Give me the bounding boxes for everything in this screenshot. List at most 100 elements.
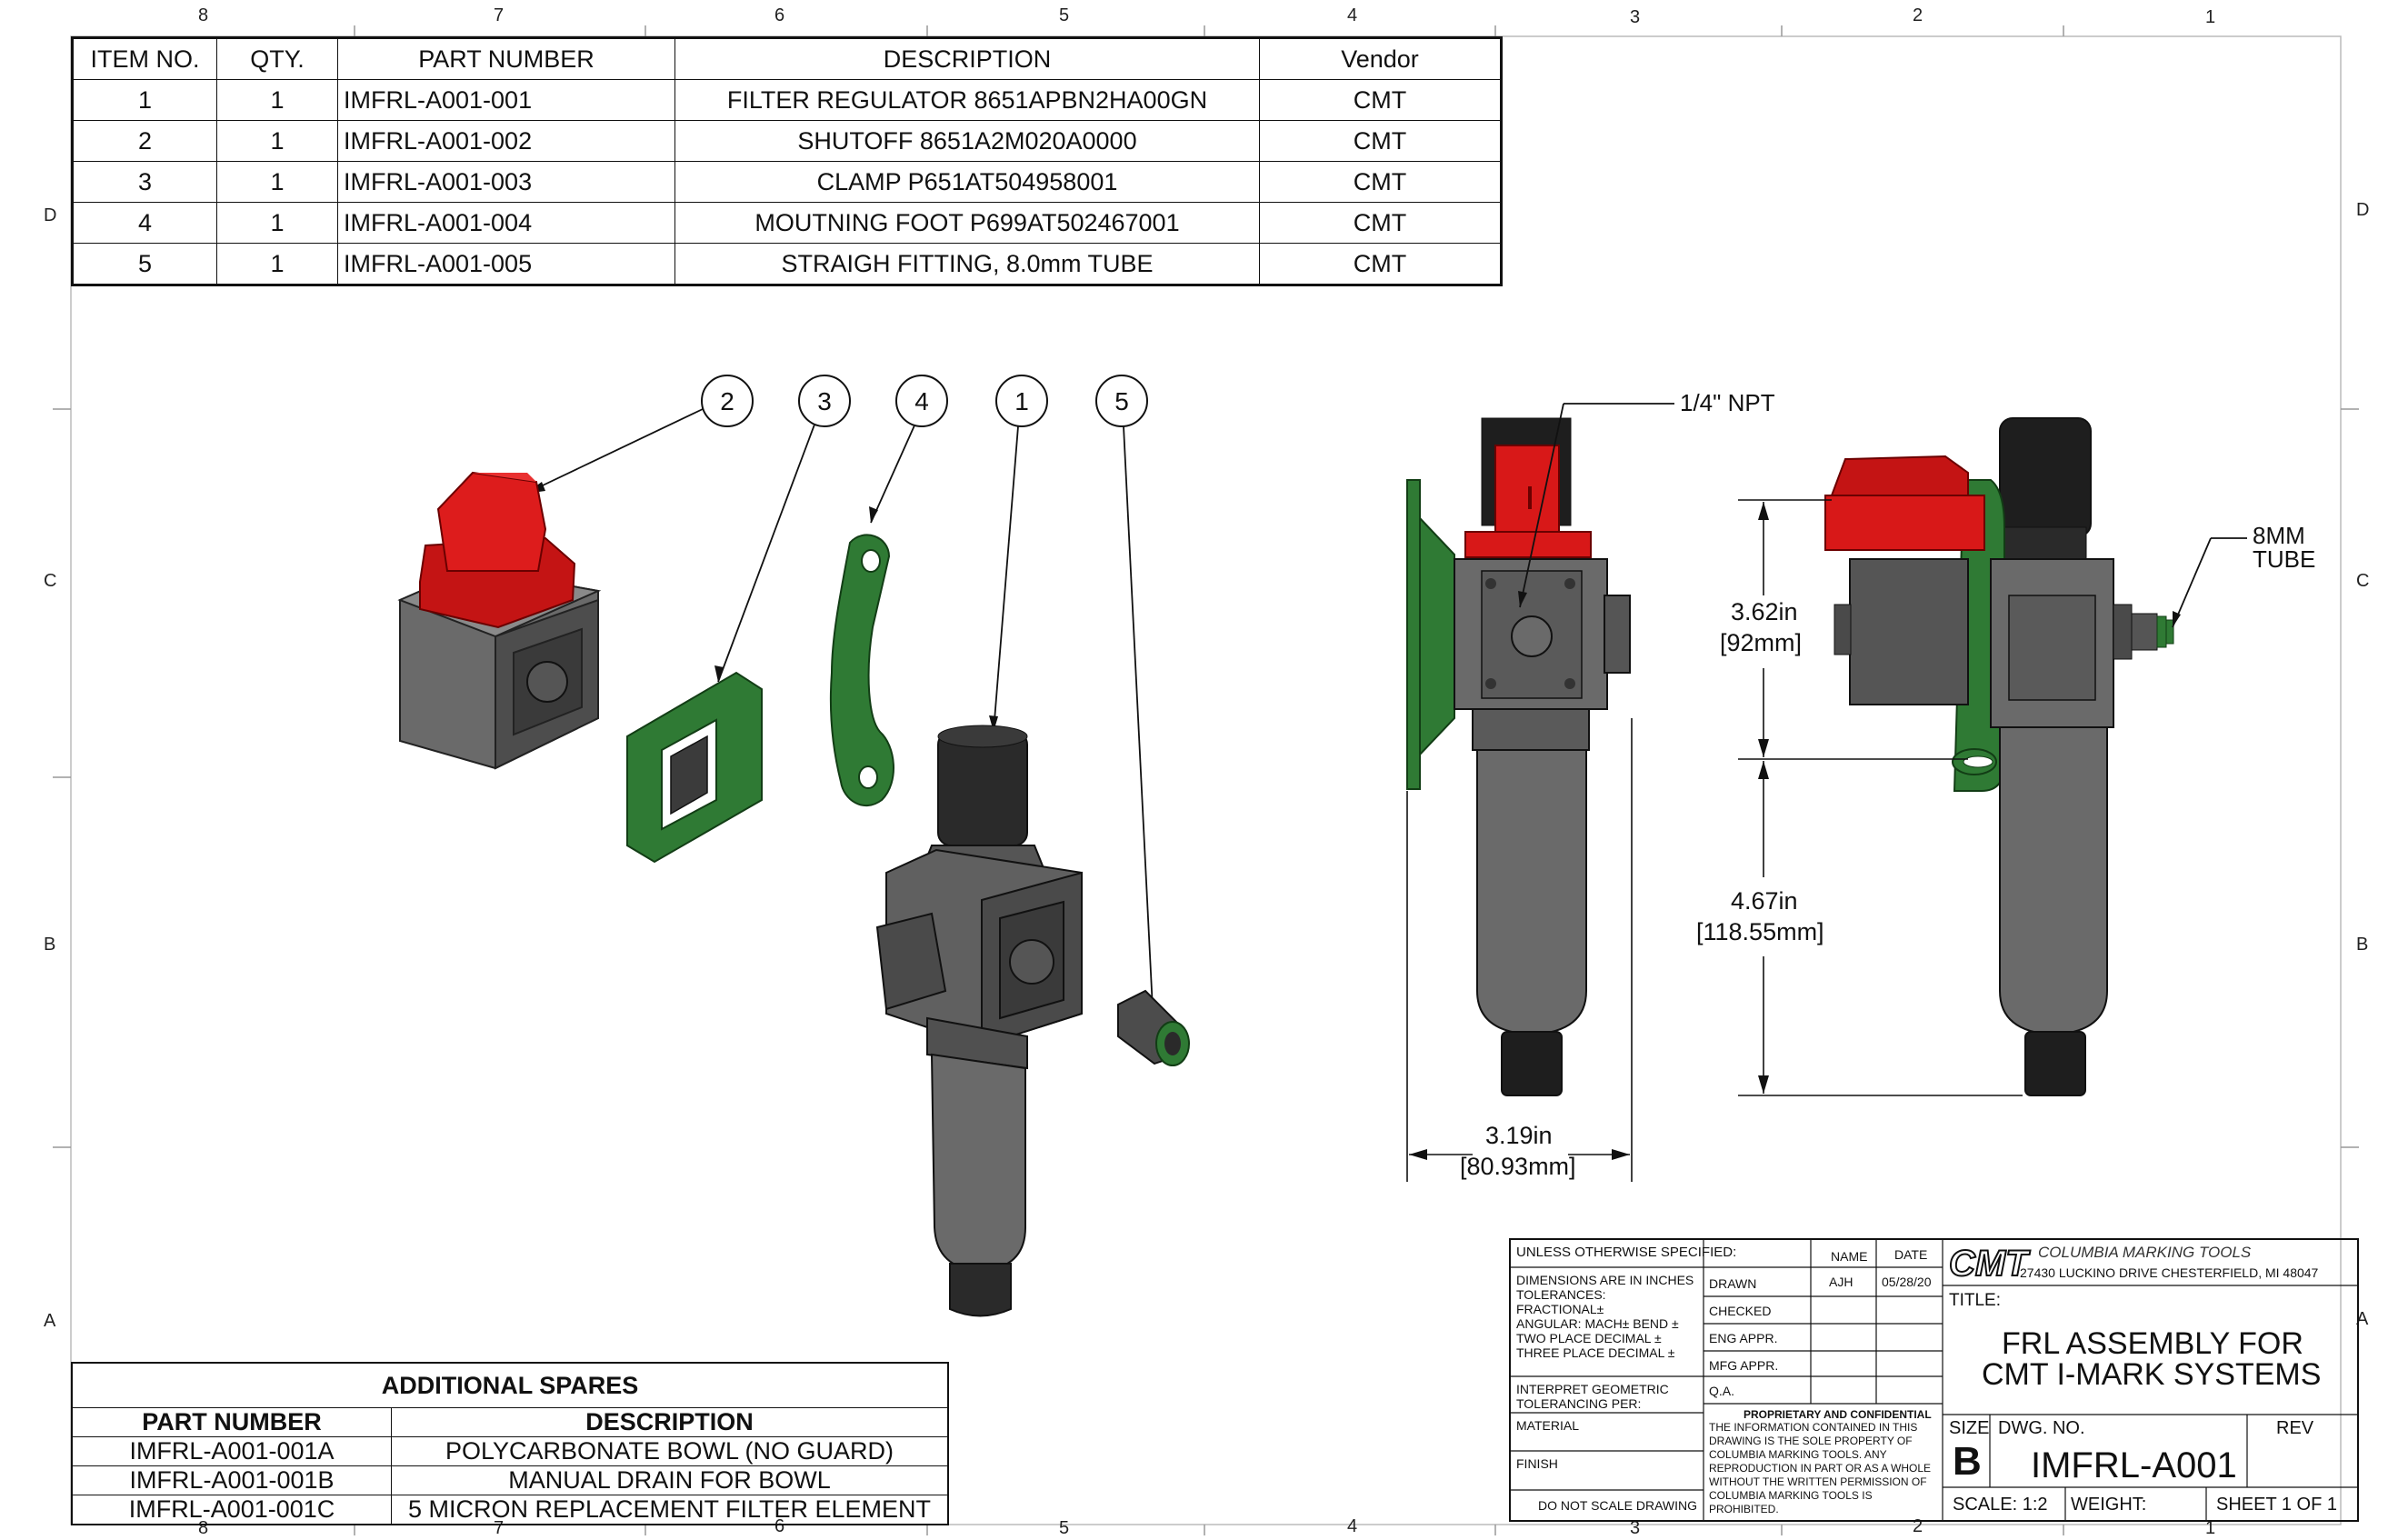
dims-line1: DIMENSIONS ARE IN INCHES (1516, 1273, 1694, 1287)
proprietary-title: PROPRIETARY AND CONFIDENTIAL (1744, 1408, 1932, 1421)
do-not-scale: DO NOT SCALE DRAWING (1538, 1498, 1698, 1513)
scale-label: SCALE: 1:2 (1953, 1495, 2048, 1515)
proprietary-line5: WITHOUT THE WRITTEN PERMISSION OF (1709, 1475, 1927, 1488)
table-row: IMFRL-A001-001A POLYCARBONATE BOWL (NO G… (71, 1436, 949, 1466)
tube-label-line1: 8MM (2253, 522, 2305, 549)
mfg-appr-label: MFG APPR. (1709, 1358, 1779, 1373)
leader-lines (525, 408, 1154, 1010)
bom-item: 1 (72, 79, 217, 121)
dim-width-mm: [80.93mm] (1460, 1153, 1576, 1180)
svg-text:5: 5 (1114, 387, 1129, 415)
bom-vendor: CMT (1259, 243, 1502, 285)
zone-top-8: 8 (198, 5, 209, 25)
spares-part: IMFRL-A001-001C (71, 1495, 392, 1525)
zone-right-D: D (2356, 200, 2370, 220)
size-label: SIZE (1949, 1418, 1990, 1438)
filter-regulator-illustration (875, 725, 1083, 1317)
zone-top-2: 2 (1913, 5, 1923, 25)
company-logo: CMT (1948, 1243, 2029, 1285)
proprietary-line3: COLUMBIA MARKING TOOLS. ANY (1709, 1448, 1887, 1461)
proprietary-line1: THE INFORMATION CONTAINED IN THIS (1709, 1421, 1918, 1434)
zone-top-6: 6 (774, 5, 785, 25)
proprietary-line7: PROHIBITED. (1709, 1503, 1779, 1515)
dwg-no-value: IMFRL-A001 (2031, 1445, 2237, 1485)
table-row: 3 1 IMFRL-A001-003 CLAMP P651AT504958001… (72, 161, 1502, 203)
zone-top-3: 3 (1630, 7, 1641, 27)
company-name: COLUMBIA MARKING TOOLS (2038, 1244, 2252, 1261)
spares-title-row: ADDITIONAL SPARES (71, 1362, 949, 1408)
size-value: B (1953, 1439, 1982, 1484)
proprietary-line6: COLUMBIA MARKING TOOLS IS (1709, 1489, 1873, 1502)
zone-left-D: D (44, 205, 57, 225)
drawn-name: AJH (1829, 1275, 1853, 1289)
bom-header-item: ITEM NO. (72, 37, 217, 80)
bom-desc: CLAMP P651AT504958001 (674, 161, 1260, 203)
dims-line4: ANGULAR: MACH± BEND ± (1516, 1316, 1679, 1331)
svg-text:1: 1 (1014, 387, 1029, 415)
zone-left-C: C (44, 571, 57, 591)
table-row: 5 1 IMFRL-A001-005 STRAIGH FITTING, 8.0m… (72, 243, 1502, 285)
bom-qty: 1 (216, 161, 338, 203)
material-label: MATERIAL (1516, 1418, 1579, 1433)
date-header: DATE (1894, 1247, 1928, 1262)
dims-line6: THREE PLACE DECIMAL ± (1516, 1345, 1675, 1360)
zone-bottom-7: 7 (494, 1518, 505, 1538)
table-row: 1 1 IMFRL-A001-001 FILTER REGULATOR 8651… (72, 79, 1502, 121)
zone-top-5: 5 (1059, 5, 1070, 25)
bom-vendor: CMT (1259, 202, 1502, 244)
zone-bottom-3: 3 (1630, 1518, 1641, 1538)
bom-desc: MOUTNING FOOT P699AT502467001 (674, 202, 1260, 244)
balloon-3: 3 (798, 375, 851, 427)
sheet-label: SHEET 1 OF 1 (2216, 1495, 2338, 1515)
bom-desc: STRAIGH FITTING, 8.0mm TUBE (674, 243, 1260, 285)
title-label: TITLE: (1949, 1291, 2002, 1310)
zone-bottom-1: 1 (2205, 1518, 2216, 1538)
dims-line5: TWO PLACE DECIMAL ± (1516, 1331, 1662, 1345)
table-row: IMFRL-A001-001C 5 MICRON REPLACEMENT FIL… (71, 1495, 949, 1525)
proprietary-line4: REPRODUCTION IN PART OR AS A WHOLE (1709, 1462, 1932, 1475)
drawn-date: 05/28/20 (1882, 1275, 1932, 1289)
zone-bottom-8: 8 (198, 1518, 209, 1538)
rev-label: REV (2276, 1418, 2314, 1438)
bom-part: IMFRL-A001-001 (337, 79, 675, 121)
geom-line2: TOLERANCING PER: (1516, 1396, 1642, 1411)
bom-qty: 1 (216, 120, 338, 162)
table-row: 4 1 IMFRL-A001-004 MOUTNING FOOT P699AT5… (72, 202, 1502, 244)
qa-label: Q.A. (1709, 1384, 1735, 1398)
spares-header-desc: DESCRIPTION (391, 1407, 949, 1437)
additional-spares-table: ADDITIONAL SPARES PART NUMBER DESCRIPTIO… (71, 1362, 949, 1525)
bom-vendor: CMT (1259, 161, 1502, 203)
zone-bottom-6: 6 (774, 1516, 785, 1536)
clamp-illustration (626, 671, 763, 864)
dims-line2: TOLERANCES: (1516, 1287, 1606, 1302)
spares-header-part: PART NUMBER (71, 1407, 392, 1437)
spares-desc: MANUAL DRAIN FOR BOWL (391, 1465, 949, 1495)
zone-top-7: 7 (494, 5, 505, 25)
bom-part: IMFRL-A001-004 (337, 202, 675, 244)
name-header: NAME (1831, 1249, 1868, 1264)
weight-label: WEIGHT: (2071, 1495, 2147, 1515)
drawing-title-line1: FRL ASSEMBLY FOR (2002, 1326, 2303, 1361)
geom-line1: INTERPRET GEOMETRIC (1516, 1382, 1669, 1396)
shutoff-valve-illustration (397, 471, 602, 770)
table-row: IMFRL-A001-001B MANUAL DRAIN FOR BOWL (71, 1465, 949, 1495)
bom-table: ITEM NO. QTY. PART NUMBER DESCRIPTION Ve… (71, 36, 1503, 286)
checked-label: CHECKED (1709, 1304, 1772, 1318)
bom-qty: 1 (216, 243, 338, 285)
bom-header-qty: QTY. (216, 37, 338, 80)
drawing-title-line2: CMT I-MARK SYSTEMS (1982, 1357, 2322, 1392)
bom-part: IMFRL-A001-005 (337, 243, 675, 285)
zone-bottom-4: 4 (1347, 1516, 1358, 1536)
drawn-label: DRAWN (1709, 1276, 1757, 1291)
unless-specified: UNLESS OTHERWISE SPECIFIED: (1516, 1245, 1737, 1260)
dims-line3: FRACTIONAL± (1516, 1302, 1604, 1316)
side-view-illustration (1824, 417, 2174, 1096)
title-block-grid (1511, 1240, 2357, 1520)
balloon-4: 4 (895, 375, 948, 427)
bom-header-part: PART NUMBER (337, 37, 675, 80)
zone-left-B: B (44, 935, 56, 955)
spares-title: ADDITIONAL SPARES (71, 1362, 949, 1408)
svg-text:2: 2 (720, 387, 734, 415)
front-view-illustration (1406, 417, 1631, 1096)
svg-text:4: 4 (914, 387, 929, 415)
